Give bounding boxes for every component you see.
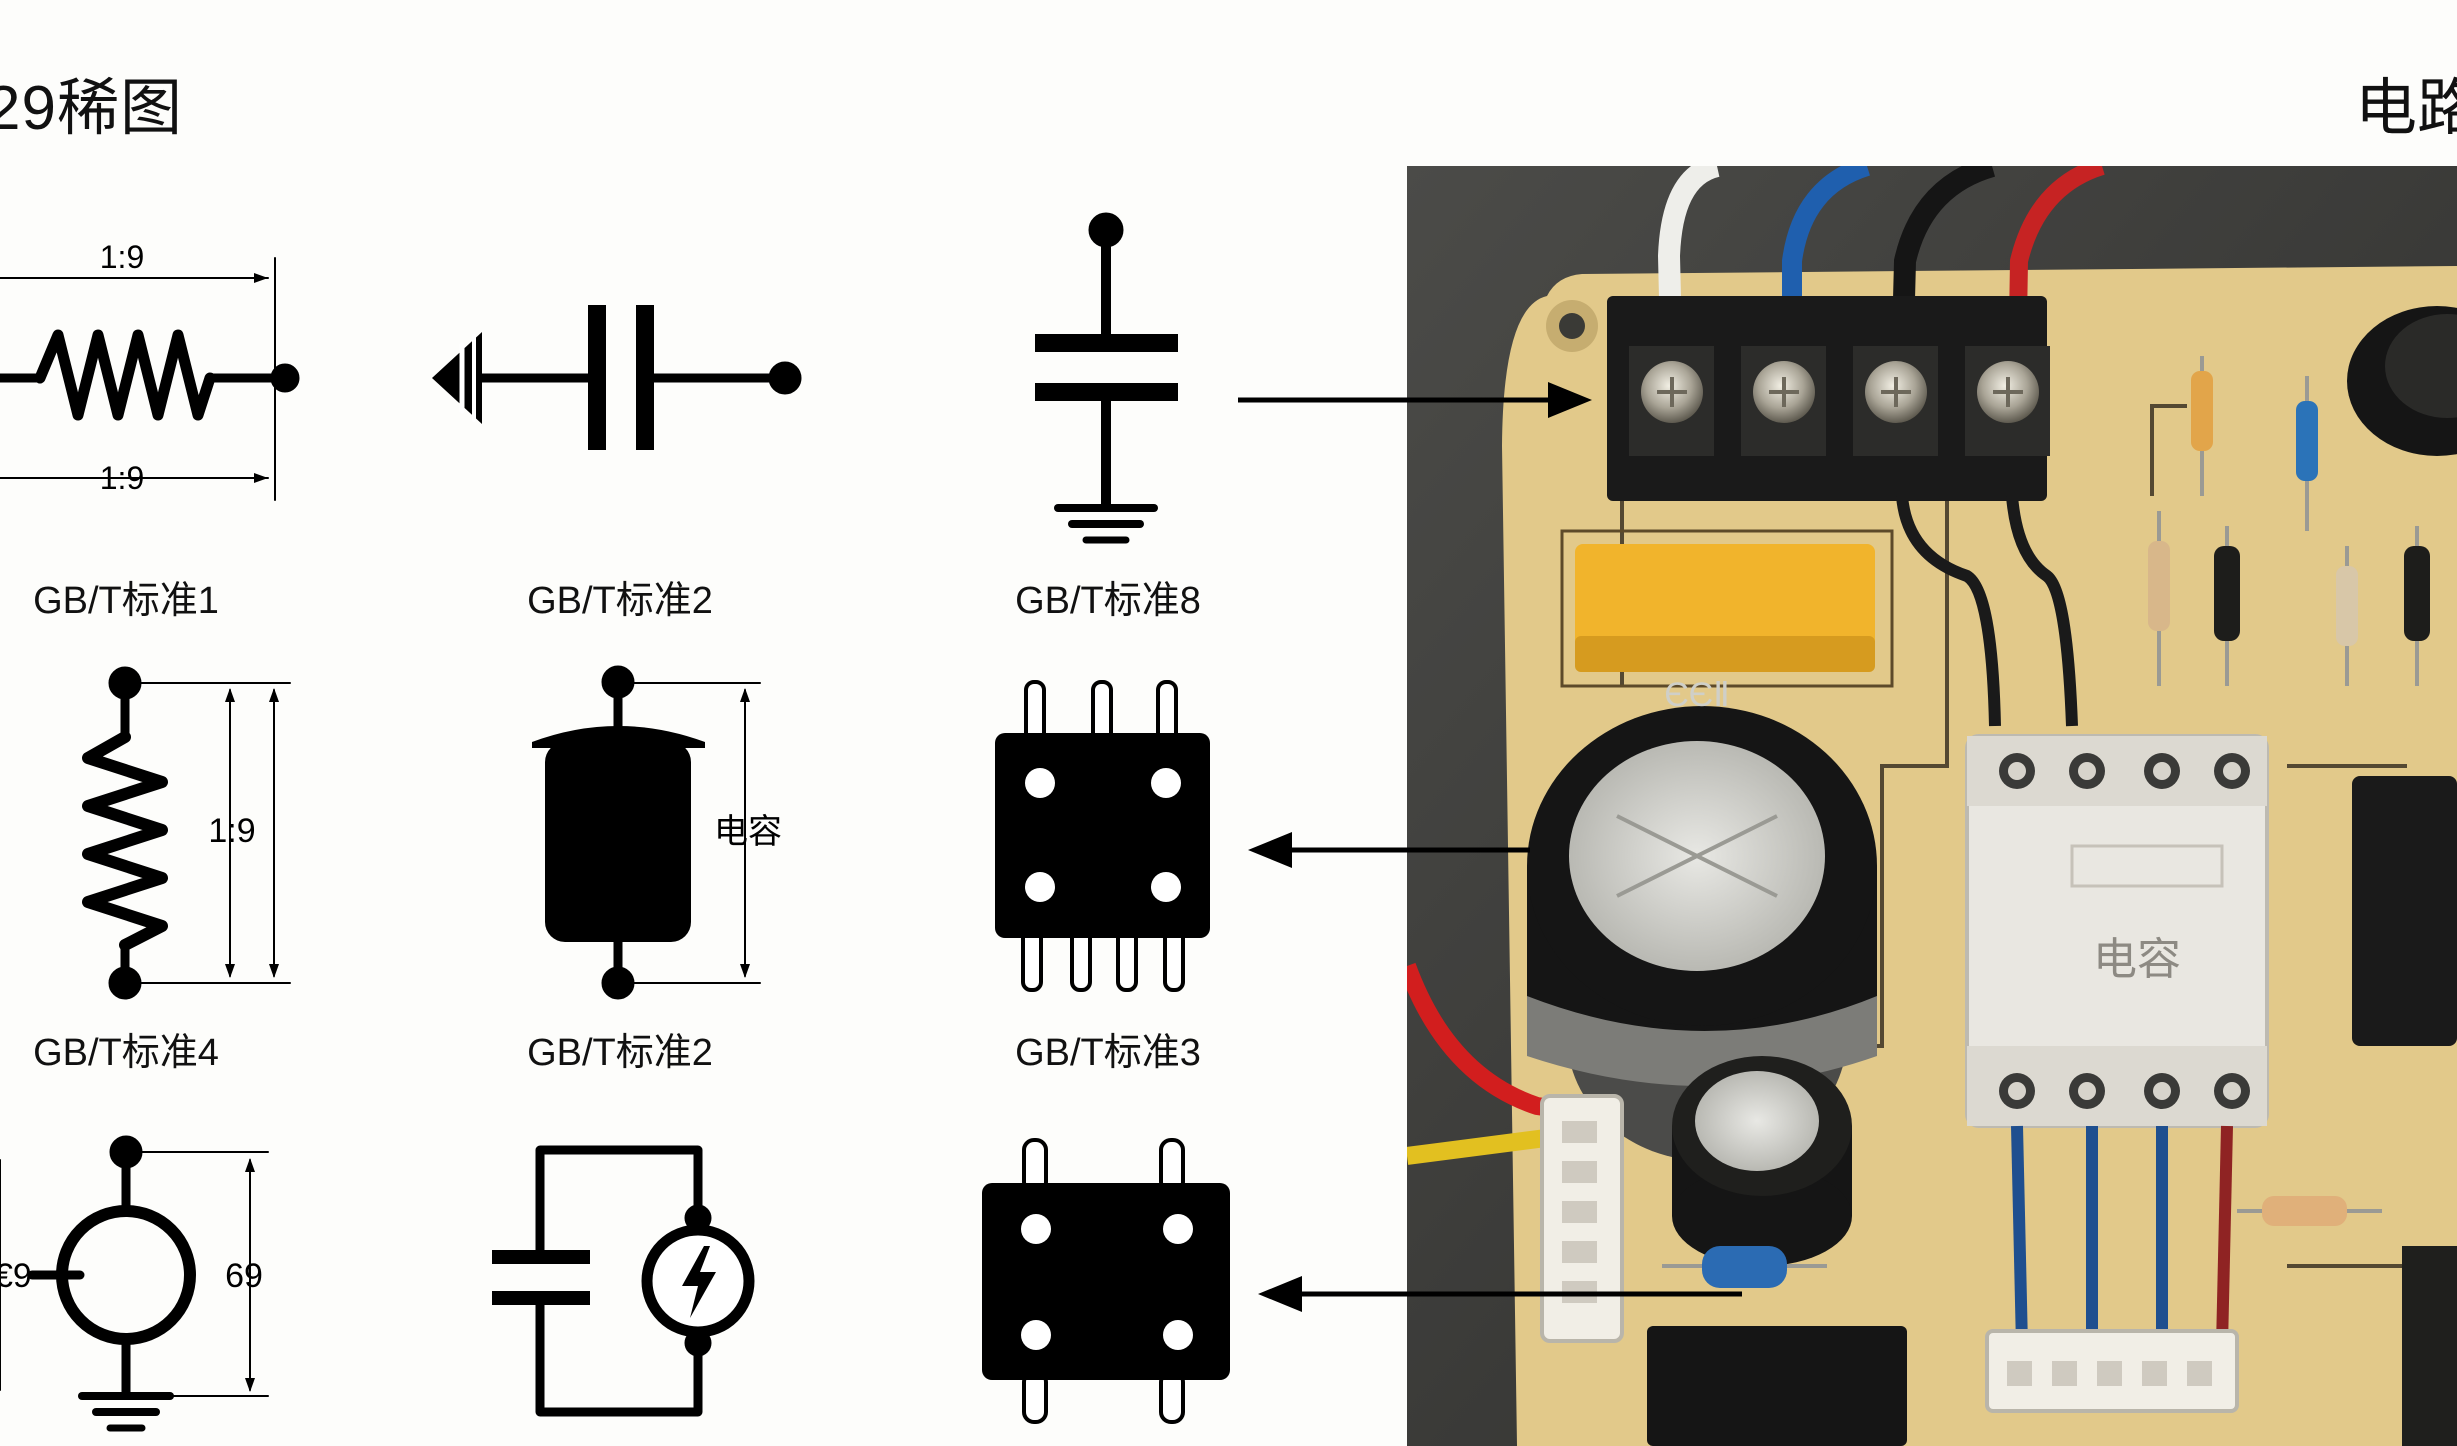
capacitor-with-source-symbol [492,1145,755,1417]
left-title: 29稀图 [0,74,183,143]
resistors-top [2148,356,2430,686]
capacitor-horizontal-symbol [432,305,802,450]
white-module: 电容 [1965,734,2269,1128]
red-wire [2008,166,2105,382]
ic-package-4pin-symbol [982,1138,1230,1424]
blue-wire [1782,166,1871,381]
resistor-horizontal-symbol [0,257,300,501]
right-title: 电路 [2355,74,2457,143]
resistor-dim-bottom: 1:9 [100,460,144,496]
resistor-dim-top: 1:9 [100,239,144,275]
bottom-relay [1647,1326,1907,1446]
source-dim-right: 69 [225,1257,263,1295]
caption-capacitor-vertical: GB/T标准8 [1015,580,1201,622]
caption-electrolytic-capacitor: GB/T标准2 [527,1032,713,1074]
capacitor-marking: ЄЄⅡ [1664,676,1730,714]
module-label: 电容 [2093,935,2181,984]
electrolytic-capacitor-symbol [532,665,761,1000]
ic-package-8pin-symbol [995,680,1210,992]
caption-capacitor-horizontal: GB/T标准2 [527,580,713,622]
white-wire [1657,166,1721,382]
red-wire-left [1407,962,1574,1120]
resistor-vertical-symbol [82,666,291,1000]
capacitor-side-label: 电容 [714,813,782,851]
caption-resistor-vertical: GB/T标准4 [33,1032,219,1074]
source-circle-ground-symbol [0,1135,269,1432]
small-capacitor [1672,1056,1852,1266]
caption-ic-package: GB/T标准3 [1015,1032,1201,1074]
blue-resistor [1702,1246,1787,1288]
vertical-resistor-dim: 1:9 [208,812,255,850]
symbol-grid: 1:9 1:9 1:9 电容 €9 69 [0,212,1230,1432]
black-wire [1891,166,1996,377]
capacitor-vertical-ground-symbol [1035,212,1178,544]
caption-resistor-horizontal: GB/T标准1 [33,580,219,622]
source-dim-left: €9 [0,1257,32,1295]
circuit-board-photo: ЄЄⅡ 电容 [1407,166,2457,1446]
terminal-block [1607,296,2050,501]
large-capacitor: ЄЄⅡ [1527,676,1877,1161]
